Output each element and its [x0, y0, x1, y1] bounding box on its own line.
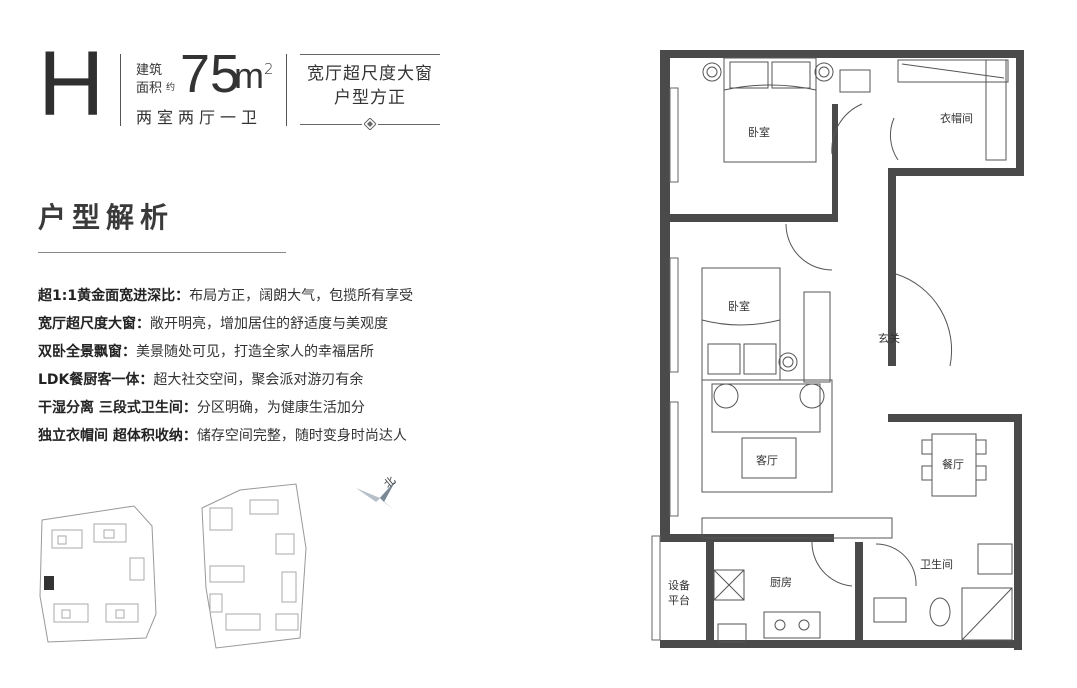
room-label-kitchen: 厨房 — [770, 576, 792, 589]
room-label-equipment: 设备 平台 — [668, 578, 690, 608]
room-label-bedroom1: 卧室 — [748, 126, 770, 139]
feature-item: 宽厅超尺度大窗：敞开明亮，增加居住的舒适度与美观度 — [38, 313, 388, 333]
feature-heading: LDK餐厨客一体： — [38, 372, 154, 388]
feature-item: LDK餐厨客一体：超大社交空间，聚会派对游刃有余 — [38, 369, 363, 389]
compass-icon — [354, 480, 396, 524]
feature-text: 敞开明亮，增加居住的舒适度与美观度 — [150, 316, 388, 332]
slogan-bottom-rule-left — [300, 124, 362, 125]
feature-text: 美景随处可见，打造全家人的幸福居所 — [136, 344, 374, 360]
room-label-equipment-line2: 平台 — [668, 594, 690, 607]
area-unit: m — [234, 55, 264, 96]
analysis-title-rule — [38, 252, 286, 253]
feature-heading: 超1:1黄金面宽进深比： — [38, 288, 190, 304]
feature-item: 超1:1黄金面宽进深比：布局方正，阔朗大气，包揽所有享受 — [38, 285, 413, 305]
feature-item: 干湿分离 三段式卫生间：分区明确，为健康生活加分 — [38, 397, 365, 417]
slogan-top-rule — [300, 54, 440, 55]
feature-item: 双卧全景飘窗：美景随处可见，打造全家人的幸福居所 — [38, 341, 374, 361]
site-marker — [44, 576, 54, 590]
header-divider-1 — [120, 54, 121, 126]
slogan-line1: 宽厅超尺度大窗 — [307, 64, 433, 84]
floorplan — [651, 50, 1024, 650]
room-label-bedroom2: 卧室 — [728, 300, 750, 313]
feature-text: 超大社交空间，聚会派对游刃有余 — [153, 372, 364, 388]
room-count: 两室两厅一卫 — [136, 108, 263, 127]
room-label-dining: 餐厅 — [942, 458, 964, 471]
room-label-living: 客厅 — [756, 454, 778, 467]
site-plan-left — [39, 505, 157, 643]
analysis-title: 户型解析 — [38, 201, 175, 234]
feature-heading: 双卧全景飘窗： — [38, 344, 136, 360]
header-divider-2 — [286, 54, 287, 126]
feature-item: 独立衣帽间 超体积收纳：储存空间完整，随时变身时尚达人 — [38, 425, 407, 445]
room-label-bathroom: 卫生间 — [920, 558, 953, 571]
feature-heading: 独立衣帽间 超体积收纳： — [38, 428, 197, 444]
unit-letter: H — [38, 33, 105, 135]
feature-text: 储存空间完整，随时变身时尚达人 — [196, 428, 407, 444]
room-label-equipment-line1: 设备 — [668, 579, 690, 592]
diamond-ornament-icon — [364, 118, 376, 130]
feature-text: 分区明确，为健康生活加分 — [196, 400, 365, 416]
area-label: 建筑 面积 — [136, 62, 162, 98]
room-label-entrance: 玄关 — [878, 332, 900, 345]
feature-text: 布局方正，阔朗大气，包揽所有享受 — [189, 288, 414, 304]
slogan-line2: 户型方正 — [334, 88, 406, 108]
area-superscript: 2 — [264, 60, 274, 78]
room-label-cloakroom: 衣帽间 — [940, 112, 973, 125]
feature-heading: 宽厅超尺度大窗： — [38, 316, 150, 332]
area-prefix: 约 — [166, 83, 176, 93]
area-number: 75 — [180, 44, 241, 104]
slogan-bottom-rule-right — [378, 124, 440, 125]
feature-heading: 干湿分离 三段式卫生间： — [38, 400, 197, 416]
area-label-line1: 建筑 — [136, 63, 163, 78]
area-label-line2: 面积 — [136, 81, 163, 96]
site-plan-right — [201, 483, 307, 649]
